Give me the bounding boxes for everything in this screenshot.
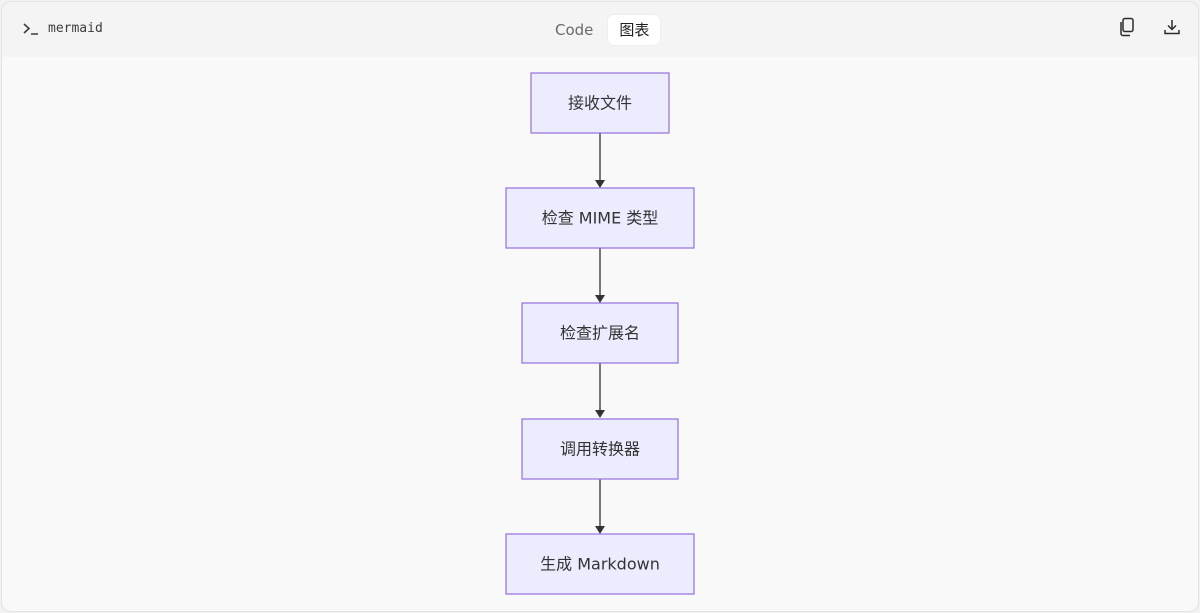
flowchart-node: 调用转换器 <box>521 418 679 480</box>
node-label: 接收文件 <box>568 94 632 113</box>
flowchart-node: 接收文件 <box>530 72 670 134</box>
view-tabs: Code 图表 <box>544 15 661 45</box>
flowchart-edges <box>595 133 605 534</box>
flowchart-edge <box>595 479 605 534</box>
flowchart-node: 生成 Markdown <box>505 533 695 595</box>
language-label: mermaid <box>48 21 103 36</box>
flowchart-node: 检查 MIME 类型 <box>505 187 695 249</box>
flowchart-edge <box>595 133 605 188</box>
node-label: 检查扩展名 <box>560 324 640 343</box>
node-label: 检查 MIME 类型 <box>542 209 659 228</box>
flowchart-edge <box>595 363 605 418</box>
language-indicator: mermaid <box>22 21 103 36</box>
tab-code[interactable]: Code <box>555 21 594 39</box>
download-icon <box>1163 18 1181 40</box>
flowchart-edge <box>595 248 605 303</box>
node-label: 生成 Markdown <box>540 555 660 574</box>
terminal-icon <box>22 22 40 36</box>
copy-button[interactable] <box>1116 17 1138 41</box>
download-button[interactable] <box>1161 18 1183 40</box>
node-label: 调用转换器 <box>560 440 640 459</box>
tab-diagram[interactable]: 图表 <box>608 15 661 45</box>
copy-icon <box>1118 17 1136 41</box>
code-block-toolbar: mermaid Code 图表 <box>2 2 1198 57</box>
flowchart-nodes: 接收文件 检查 MIME 类型 检查扩展名 调用转换器 生成 Markdown <box>505 72 695 595</box>
flowchart-node: 检查扩展名 <box>521 302 679 364</box>
